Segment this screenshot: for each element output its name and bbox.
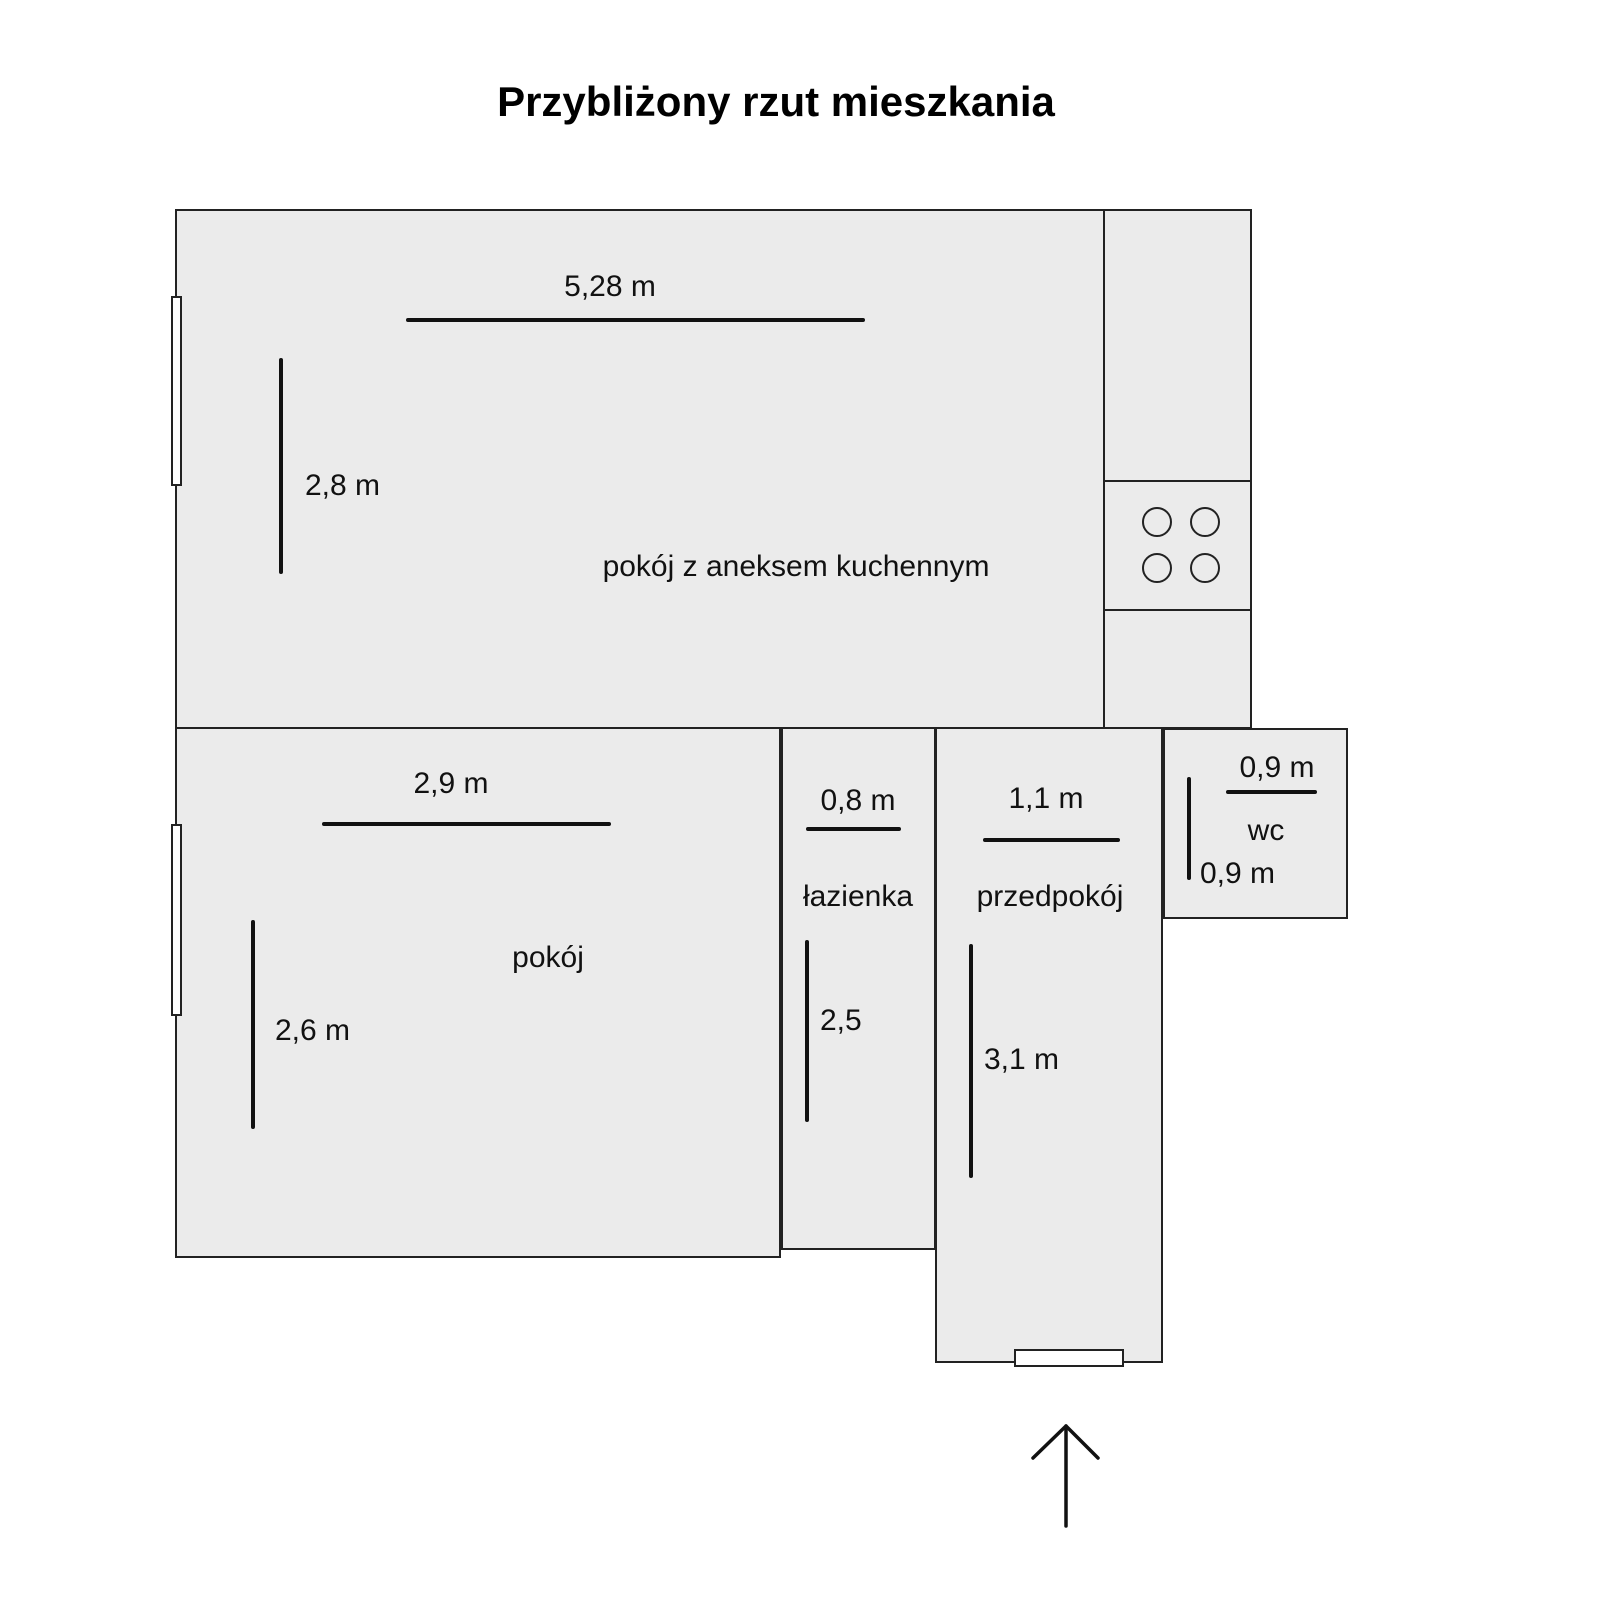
dimension-label-bedroom-width: 2,9 m	[413, 767, 488, 800]
burner-icon	[1190, 553, 1220, 583]
room-hallway-floor	[935, 727, 1163, 1363]
window-bedroom	[171, 824, 182, 1016]
plan-title: Przybliżony rzut mieszkania	[497, 78, 1055, 125]
room-name-bathroom: łazienka	[803, 880, 913, 913]
burner-icon	[1190, 507, 1220, 537]
kitchen-cabinet-bottom	[1103, 609, 1252, 729]
entrance-arrow-icon	[1031, 1424, 1100, 1528]
room-name-living-kitchen: pokój z aneksem kuchennym	[603, 550, 990, 583]
room-wc-floor	[1163, 728, 1348, 919]
room-bedroom-floor	[175, 727, 781, 1258]
dimension-label-hallway-depth: 3,1 m	[984, 1043, 1059, 1076]
room-name-hallway: przedpokój	[977, 880, 1124, 913]
dimension-label-bathroom-width: 0,8 m	[820, 784, 895, 817]
dimension-label-living-kitchen-depth: 2,8 m	[305, 469, 380, 502]
room-bathroom: 0,8 m łazienka 2,5	[781, 727, 936, 1250]
stove-icon	[1142, 507, 1220, 583]
room-wc: 0,9 m wc 0,9 m	[1163, 728, 1348, 919]
burner-icon	[1142, 553, 1172, 583]
dimension-label-hallway-width: 1,1 m	[1008, 782, 1083, 815]
room-bathroom-floor	[781, 727, 936, 1250]
room-hallway: 1,1 m przedpokój 3,1 m	[935, 727, 1163, 1367]
entrance-door	[1014, 1349, 1124, 1367]
dimension-label-wc-width: 0,9 m	[1239, 751, 1314, 784]
room-bedroom: 2,9 m 2,6 m pokój	[171, 727, 781, 1258]
dimension-label-wc-depth: 0,9 m	[1200, 857, 1275, 890]
dimension-label-bedroom-depth: 2,6 m	[275, 1014, 350, 1047]
room-name-bedroom: pokój	[512, 941, 584, 974]
dimension-label-bathroom-depth: 2,5	[820, 1004, 862, 1037]
room-living-kitchen: 5,28 m 2,8 m pokój z aneksem kuchennym	[171, 209, 1105, 729]
burner-icon	[1142, 507, 1172, 537]
kitchen-counter	[1103, 209, 1252, 729]
dimension-label-living-kitchen-width: 5,28 m	[564, 270, 656, 303]
room-name-wc: wc	[1247, 814, 1285, 847]
window-living-kitchen	[171, 296, 182, 486]
kitchen-cabinet-stove	[1103, 480, 1252, 611]
room-living-kitchen-floor	[175, 209, 1105, 729]
kitchen-cabinet-top	[1103, 209, 1252, 482]
